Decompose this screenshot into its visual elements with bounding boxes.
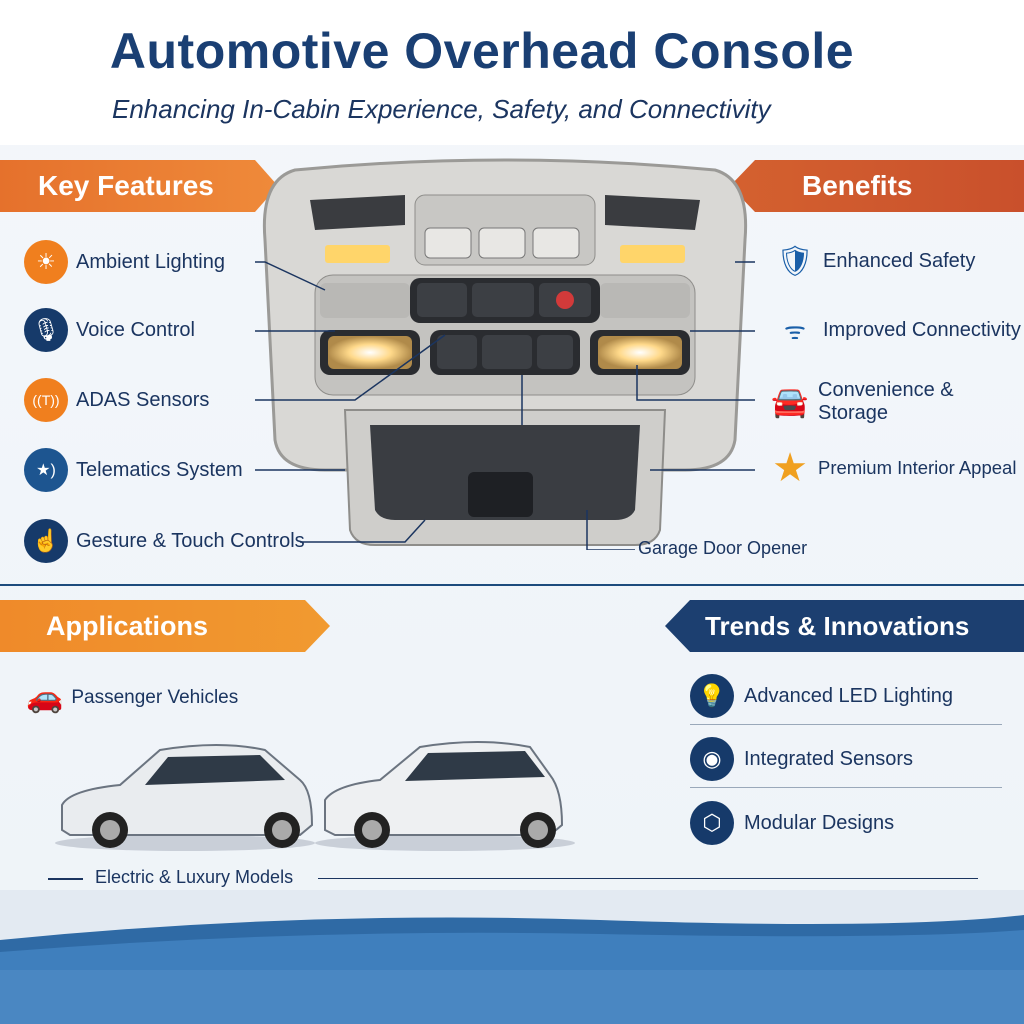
trend-modular-designs: ⬡Modular Designs — [690, 801, 1002, 851]
header-band — [0, 0, 1024, 145]
divider-line — [48, 878, 83, 880]
feature-voice-control: 🎙Voice Control — [24, 308, 195, 352]
car-icon: 🚘 — [771, 385, 809, 419]
applications-banner: Applications — [0, 600, 330, 652]
mic-grille-right — [600, 283, 690, 318]
telematics-icon: ★) — [24, 448, 68, 492]
console-button — [532, 227, 580, 259]
feature-ambient-lighting: ☀Ambient Lighting — [24, 240, 225, 284]
led-bulb-icon: 💡 — [690, 674, 734, 718]
speaker-grille-right — [605, 195, 700, 230]
speaker-grille-left — [310, 195, 405, 230]
benefits-banner: Benefits — [730, 160, 1024, 212]
sun-icon: ☀ — [24, 240, 68, 284]
microphone-icon: 🎙 — [24, 308, 68, 352]
trends-banner: Trends & Innovations — [665, 600, 1024, 652]
mic-grille-left — [320, 283, 410, 318]
star-icon: ★ — [772, 446, 808, 490]
feature-gesture-touch-controls: ☝Gesture & Touch Controls — [24, 519, 305, 563]
trend-integrated-sensors: ◉Integrated Sensors — [690, 737, 1002, 788]
feature-adas-sensors: ((T))ADAS Sensors — [24, 378, 209, 422]
map-light-right — [598, 336, 682, 369]
console-button — [424, 227, 472, 259]
feature-telematics-system: ★)Telematics System — [24, 448, 243, 492]
led-light-left — [325, 245, 390, 263]
led-light-right — [620, 245, 685, 263]
antenna-icon: ((T)) — [24, 378, 68, 422]
cube-icon: ⬡ — [690, 801, 734, 845]
application-passenger-vehicles: 🚗Passenger Vehicles — [26, 681, 239, 714]
car-icon: 🚗 — [26, 681, 64, 714]
garage-door-opener-callout: Garage Door Opener — [638, 538, 808, 558]
key-features-banner: Key Features — [0, 160, 278, 212]
wifi-icon: ᯤ — [784, 317, 806, 345]
touch-hand-icon: ☝ — [24, 519, 68, 563]
divider-line — [318, 878, 978, 879]
page-subtitle: Enhancing In-Cabin Experience, Safety, a… — [112, 94, 771, 124]
console-button — [417, 283, 467, 317]
console-button — [472, 283, 534, 317]
application-electric-luxury: Electric & Luxury Models — [95, 867, 294, 887]
sensor-icon: ◉ — [690, 737, 734, 781]
benefit-enhanced-safety: 🛡Enhanced Safety — [775, 241, 975, 281]
page-title: Automotive Overhead Console — [109, 23, 855, 79]
latch-button — [468, 472, 533, 517]
footer-wave — [0, 890, 1024, 1024]
map-light-left — [328, 336, 412, 369]
overhead-console-illustration — [255, 158, 755, 550]
console-button — [478, 227, 526, 259]
section-divider — [0, 584, 1024, 586]
cars-illustration — [55, 741, 575, 851]
benefit-premium-interior: ★Premium Interior Appeal — [770, 446, 1016, 490]
shield-check-icon: 🛡 — [775, 244, 815, 278]
benefit-convenience-storage: 🚘Convenience & Storage — [771, 379, 954, 424]
trend-advanced-led: 💡Advanced LED Lighting — [690, 674, 1002, 725]
